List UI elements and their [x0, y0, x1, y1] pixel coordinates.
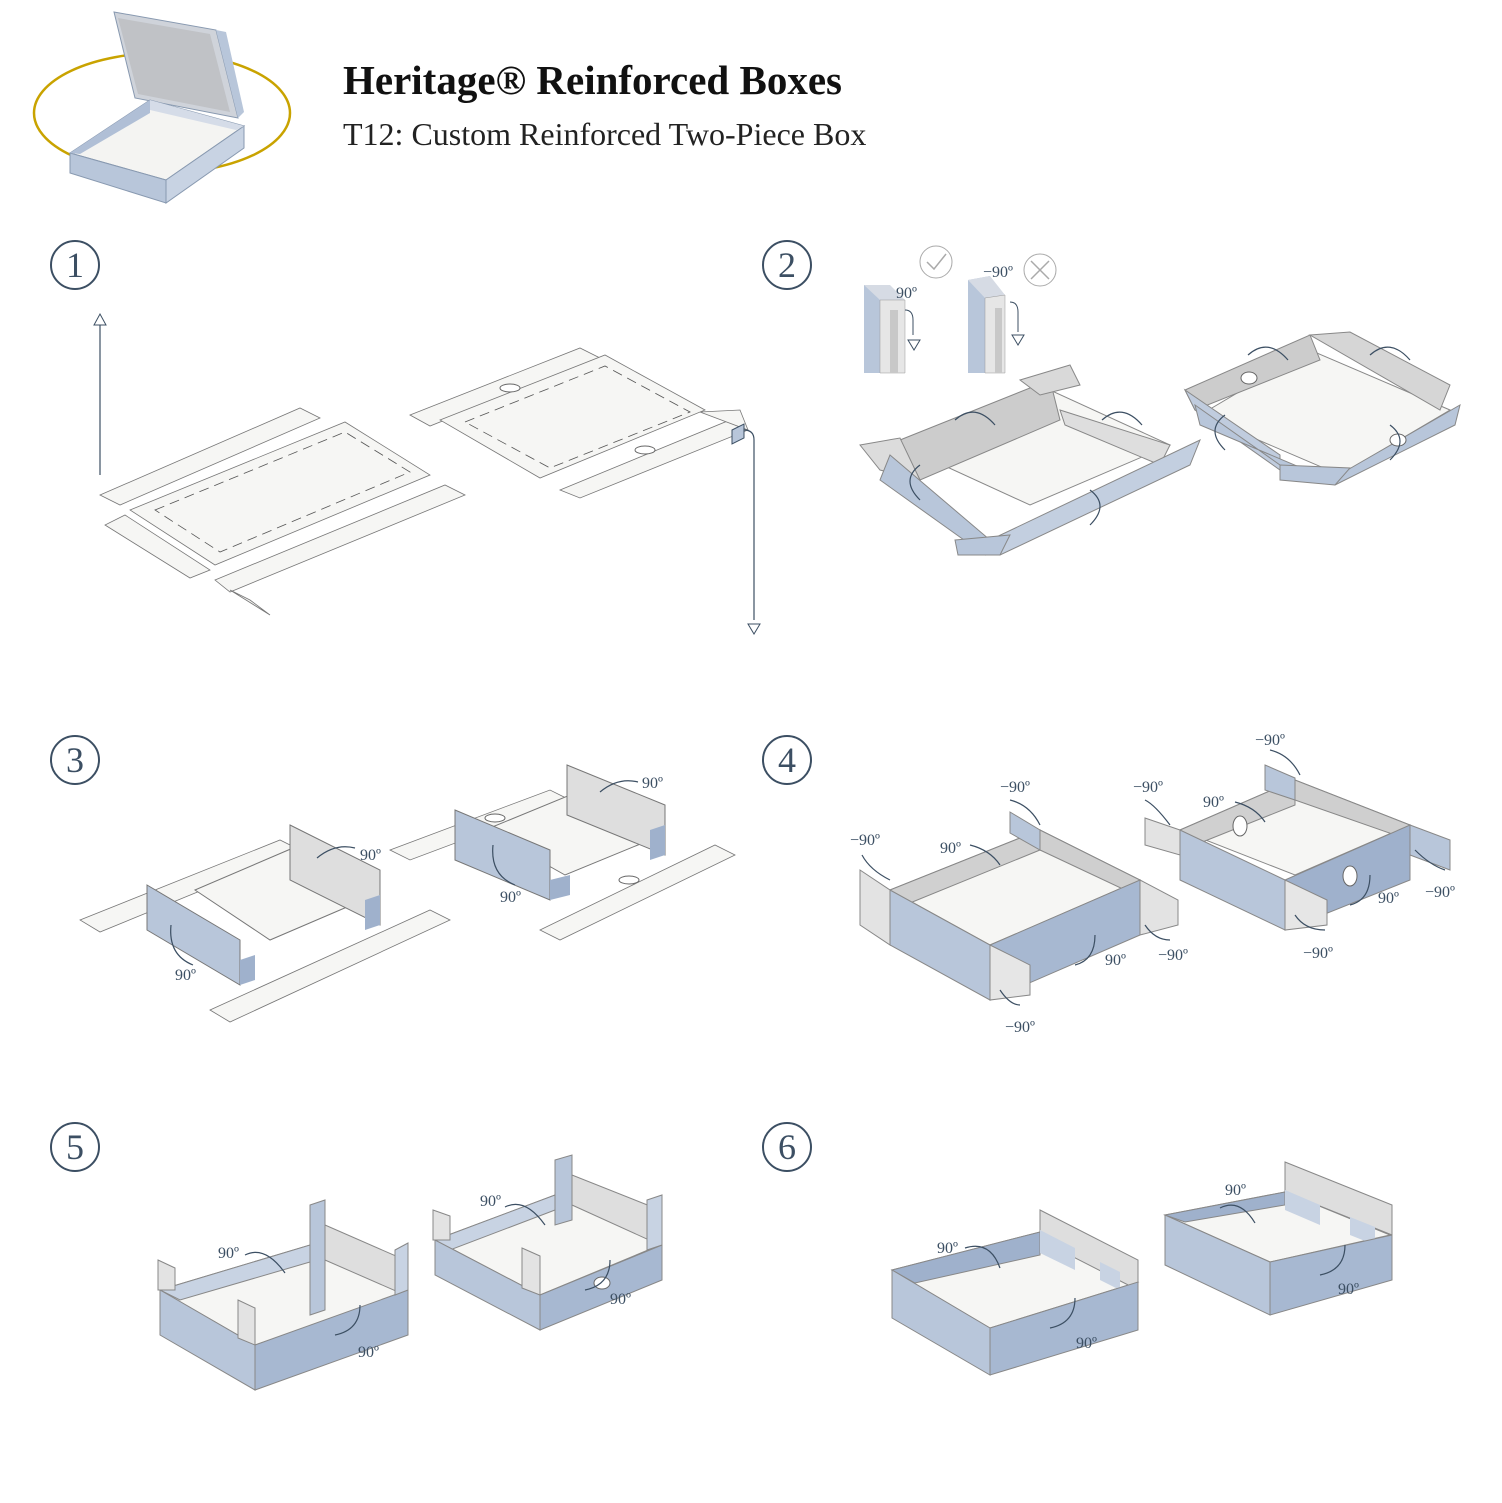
angle-label: −90º — [850, 832, 880, 849]
angle-label: 90º — [1338, 1281, 1359, 1298]
angle-label: 90º — [358, 1344, 379, 1361]
angle-label: −90º — [1005, 1019, 1035, 1036]
angle-label: 90º — [1378, 890, 1399, 907]
angle-label: −90º — [1000, 779, 1030, 796]
angle-label: 90º — [480, 1193, 501, 1210]
fold-correct-detail: 90º — [864, 285, 921, 374]
angle-label-minus-90: −90º — [983, 264, 1013, 281]
step-number-2: 2 — [762, 240, 812, 290]
angle-label: 90º — [937, 1240, 958, 1257]
angle-label: 90º — [218, 1245, 239, 1262]
angle-label: 90º — [1225, 1182, 1246, 1199]
step-6-illustration: 90º 90º 90º 90º — [890, 1161, 1393, 1376]
angle-label: 90º — [1076, 1335, 1097, 1352]
angle-label: 90º — [1105, 952, 1126, 969]
angle-label: −90º — [1303, 945, 1333, 962]
angle-label: 90º — [940, 840, 961, 857]
page-subtitle: T12: Custom Reinforced Two-Piece Box — [343, 116, 867, 152]
fold-incorrect-detail: −90º — [968, 264, 1025, 374]
angle-label: −90º — [1425, 884, 1455, 901]
step-number-4: 4 — [762, 735, 812, 785]
angle-label: 90º — [1203, 794, 1224, 811]
angle-label: 90º — [360, 847, 381, 864]
angle-label: 90º — [175, 967, 196, 984]
hero-box-illustration — [32, 11, 292, 204]
check-icon — [919, 245, 953, 279]
cross-icon — [1023, 253, 1057, 287]
angle-label: 90º — [610, 1291, 631, 1308]
step-number-6: 6 — [762, 1122, 812, 1172]
angle-label: 90º — [500, 889, 521, 906]
step-number-5: 5 — [50, 1122, 100, 1172]
page-title: Heritage® Reinforced Boxes — [343, 57, 842, 103]
angle-label: −90º — [1133, 779, 1163, 796]
angle-label: −90º — [1255, 732, 1285, 749]
step-number-1: 1 — [50, 240, 100, 290]
angle-label: 90º — [642, 775, 663, 792]
angle-label: −90º — [1158, 947, 1188, 964]
step-2-illustration: 90º −90º — [859, 245, 1461, 556]
step-number-3: 3 — [50, 735, 100, 785]
step-3-illustration: 90º 90º 90º 90º — [79, 764, 736, 1023]
step-4-illustration: −90º −90º 90º −90º −90º 90º −90º 90º −90… — [850, 732, 1455, 1036]
step-1-illustration — [93, 312, 761, 635]
angle-label-90: 90º — [896, 285, 917, 302]
step-5-illustration: 90º 90º 90º 90º — [157, 1154, 663, 1391]
